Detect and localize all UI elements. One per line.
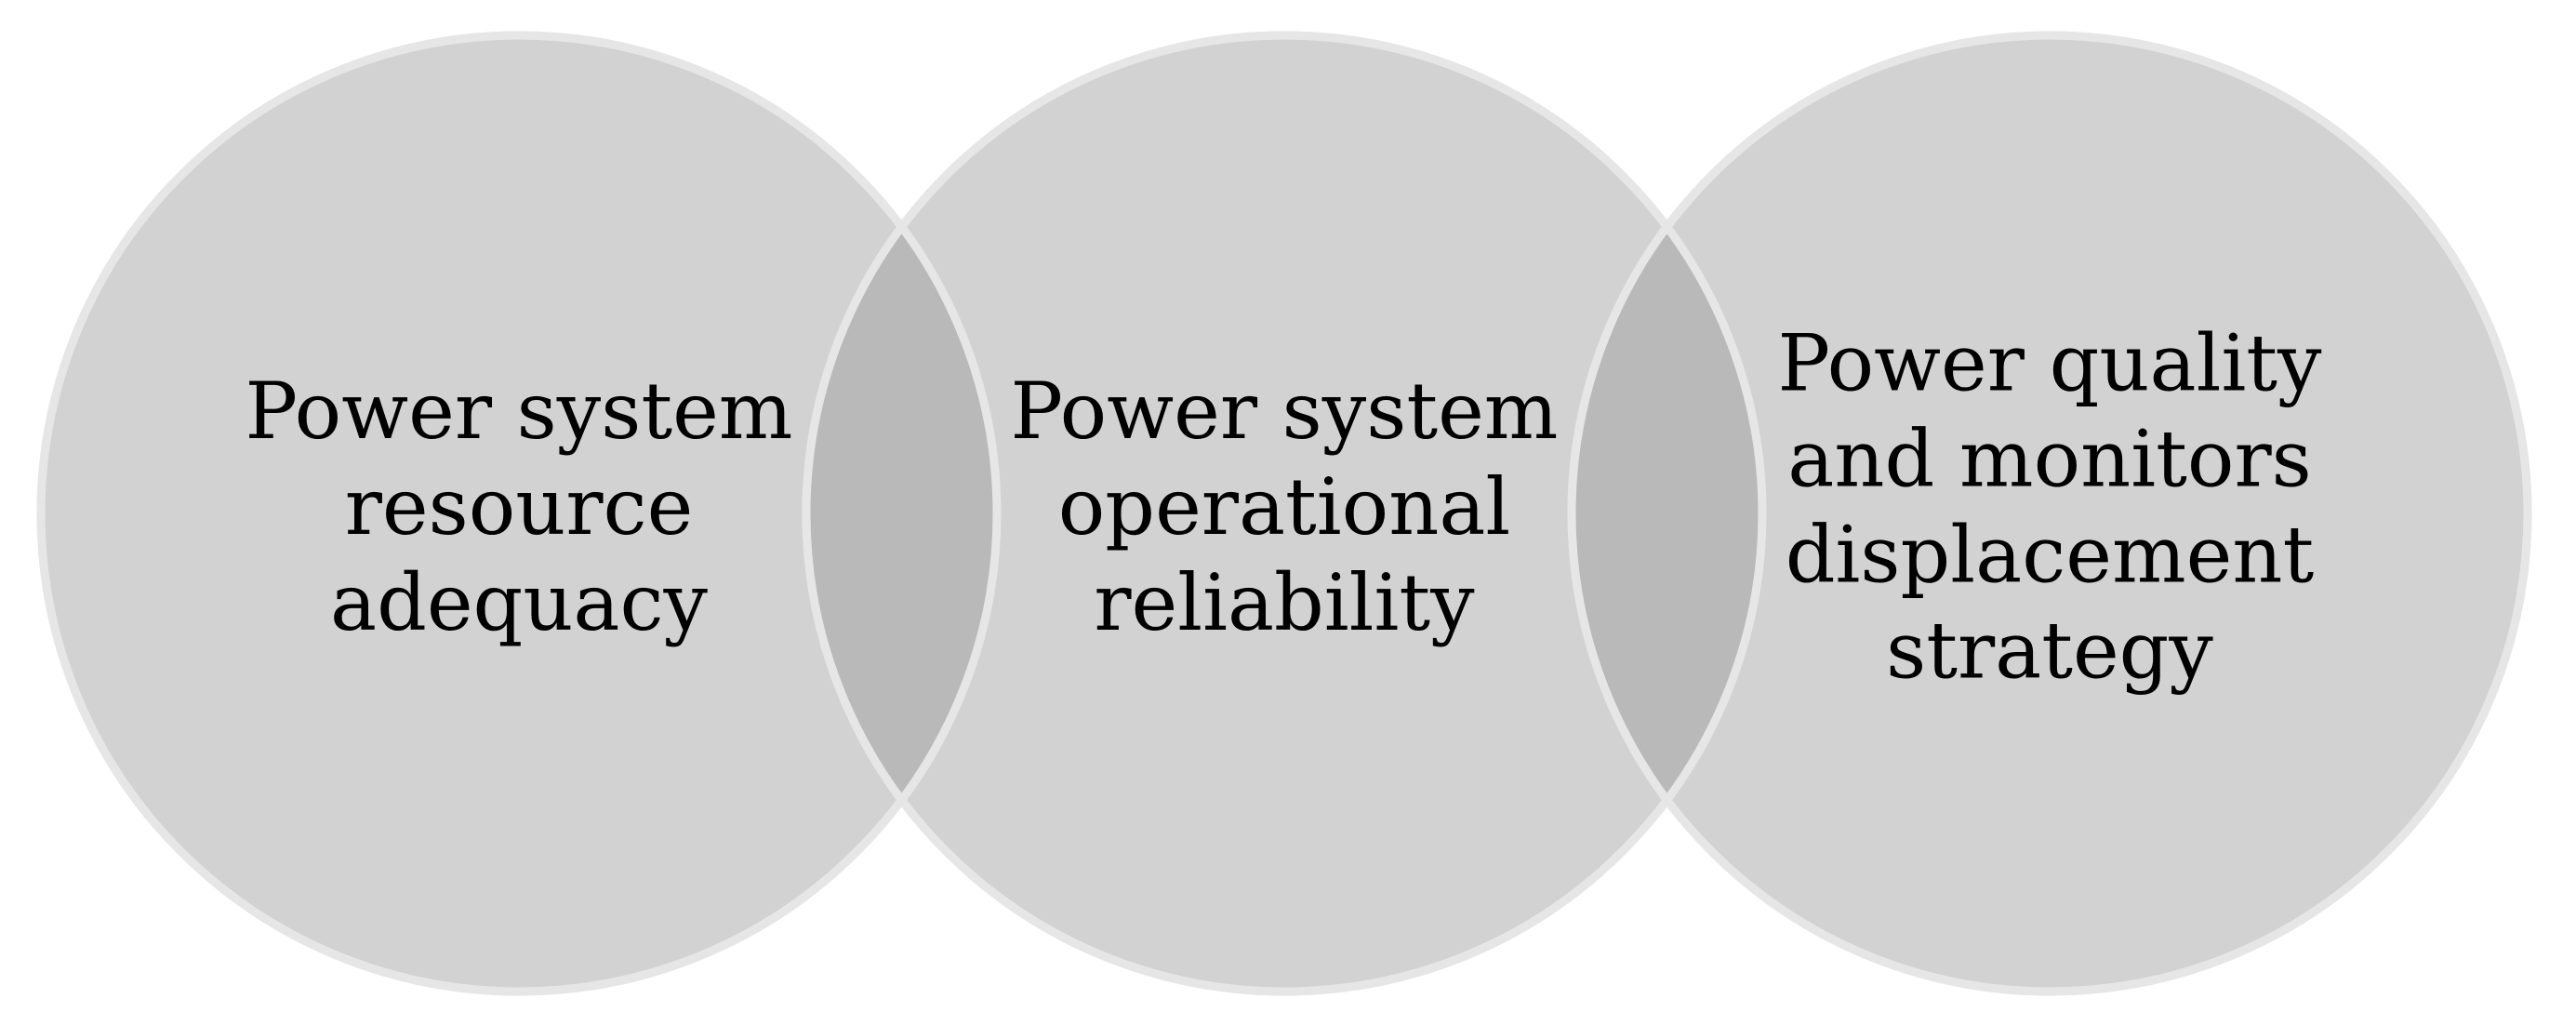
circle-outline bbox=[36, 31, 1002, 996]
label-line: operational bbox=[1058, 461, 1511, 552]
label-line: displacement bbox=[1786, 510, 2315, 601]
label-line: adequacy bbox=[330, 557, 709, 648]
label-line: strategy bbox=[1886, 606, 2213, 697]
circle-outline bbox=[802, 31, 1767, 996]
label-line: resource bbox=[345, 461, 694, 552]
label-line: Power system bbox=[246, 366, 793, 457]
label-line: reliability bbox=[1094, 557, 1475, 648]
label-line: and monitors bbox=[1787, 414, 2311, 505]
label-line: Power quality bbox=[1777, 318, 2322, 409]
circle-outline bbox=[1567, 31, 2532, 996]
label-line: Power system bbox=[1011, 366, 1559, 457]
